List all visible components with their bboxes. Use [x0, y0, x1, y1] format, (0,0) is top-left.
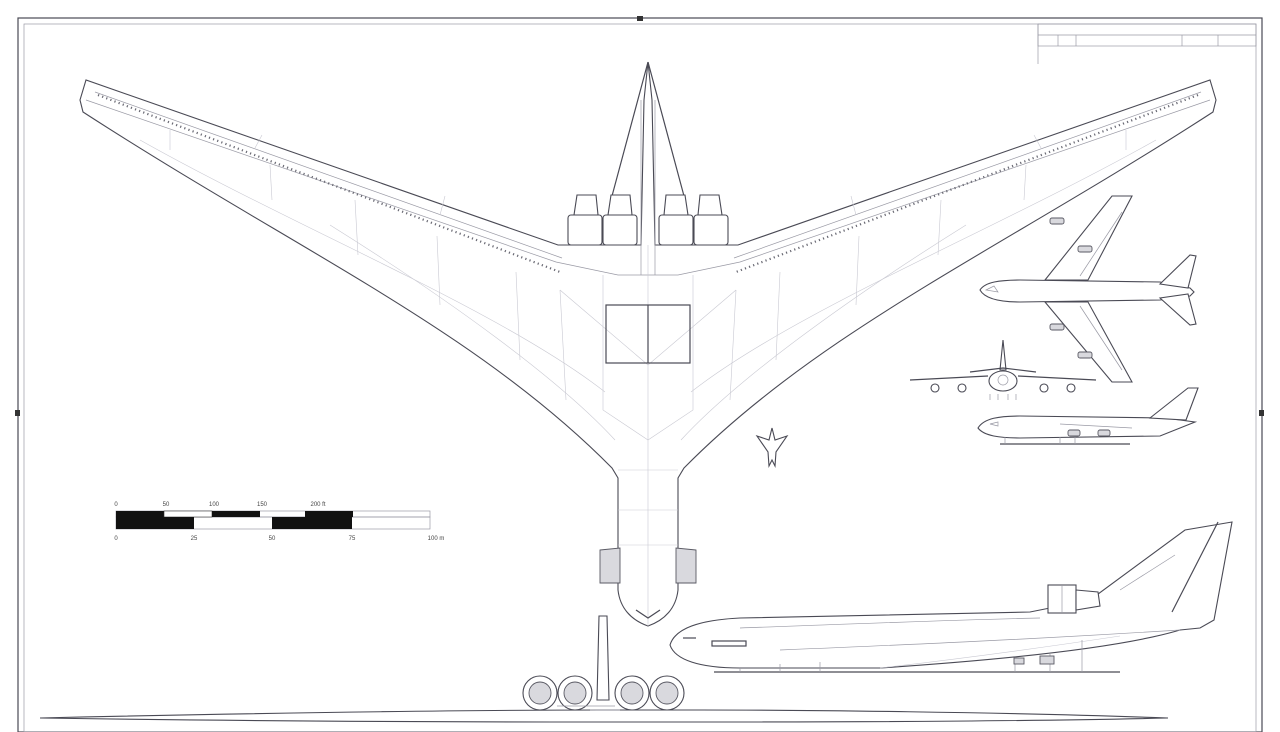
engine-pods-top — [567, 194, 729, 246]
side-view — [669, 521, 1233, 673]
scale-bar: 0 50 100 150 200 ft 0 25 50 75 100 m — [114, 502, 444, 542]
scale-m-100: 100 m — [428, 536, 445, 542]
front-view — [39, 615, 1169, 723]
mini-top-view — [979, 195, 1197, 383]
scale-m-50: 50 — [269, 536, 276, 542]
scale-m-75: 75 — [349, 536, 356, 542]
scale-m-0: 0 — [114, 536, 118, 542]
mini-front-view — [909, 339, 1097, 400]
title-block — [1037, 23, 1257, 64]
scale-ft-100: 100 — [209, 502, 220, 508]
top-view — [79, 61, 1217, 627]
scale-ft-200: 200 ft — [310, 502, 325, 508]
silhouette — [755, 427, 789, 469]
scale-ft-0: 0 — [114, 502, 118, 508]
mini-side-view — [977, 387, 1199, 445]
engine-intakes-front — [522, 675, 685, 711]
sheet-frame — [15, 16, 1264, 732]
scale-ft-50: 50 — [163, 502, 170, 508]
scale-m-25: 25 — [191, 536, 198, 542]
scale-ft-150: 150 — [257, 502, 268, 508]
